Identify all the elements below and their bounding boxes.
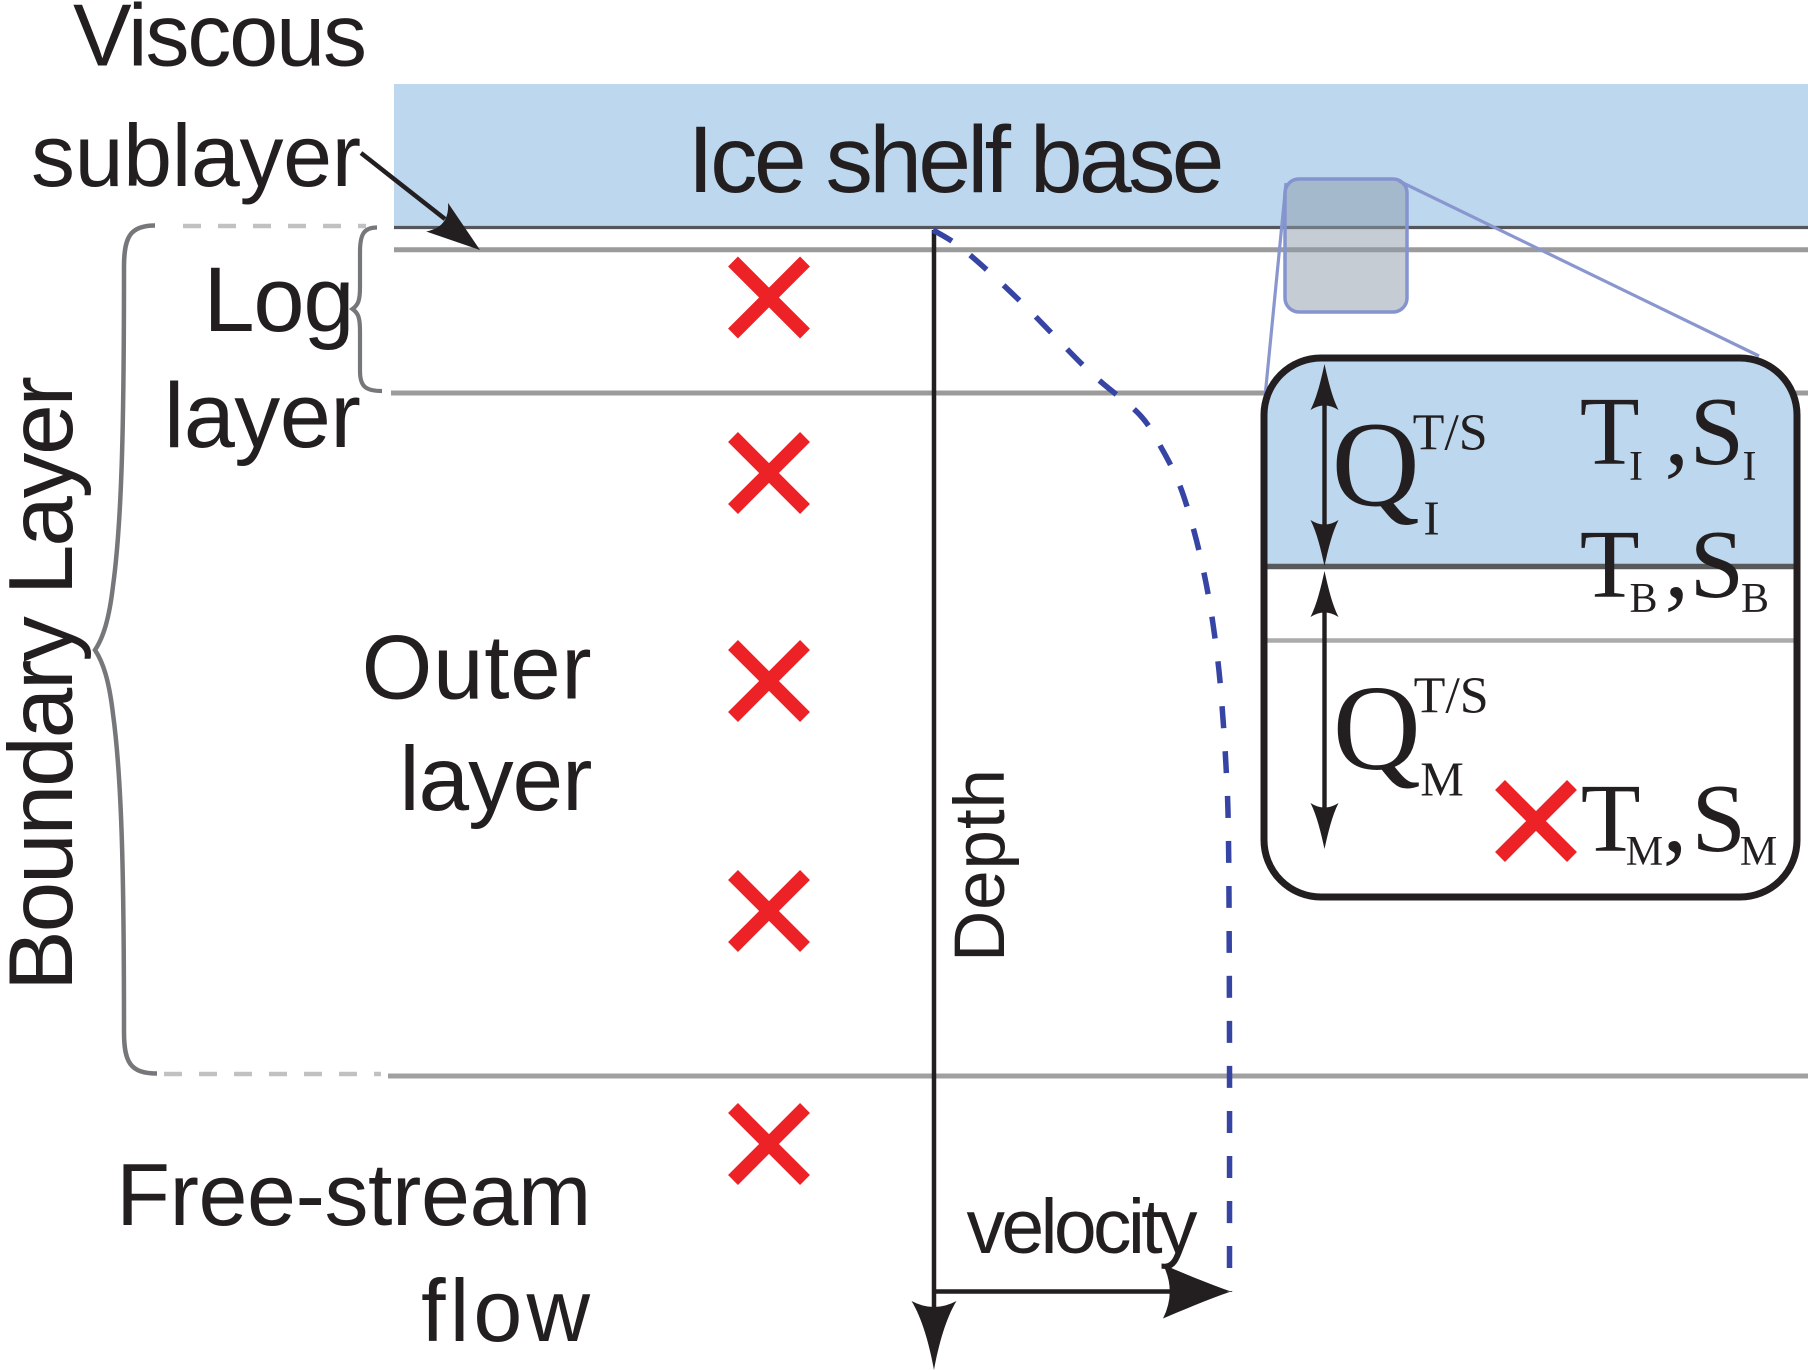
svg-text:Q: Q (1333, 661, 1421, 796)
svg-text:T: T (1580, 511, 1640, 619)
svg-text:T: T (1581, 765, 1641, 873)
svg-text:Viscous: Viscous (73, 0, 367, 85)
svg-text:S: S (1692, 765, 1747, 873)
svg-text:T/S: T/S (1413, 405, 1488, 462)
svg-text:I: I (1423, 491, 1439, 546)
svg-text:,: , (1665, 511, 1690, 619)
svg-text:,: , (1665, 378, 1690, 486)
svg-text:B: B (1630, 576, 1658, 622)
svg-text:M: M (1420, 751, 1464, 806)
svg-text:I: I (1743, 444, 1757, 490)
svg-text:T: T (1580, 378, 1640, 486)
svg-text:layer: layer (399, 729, 592, 830)
svg-text:M: M (1626, 829, 1663, 875)
svg-text:velocity: velocity (967, 1184, 1199, 1270)
svg-text:,: , (1663, 765, 1688, 873)
svg-text:Ice shelf base: Ice shelf base (688, 107, 1225, 213)
svg-text:B: B (1741, 576, 1769, 622)
svg-text:I: I (1629, 444, 1643, 490)
svg-text:T/S: T/S (1414, 668, 1489, 725)
svg-text:flow: flow (421, 1261, 590, 1360)
svg-text:S: S (1690, 378, 1745, 486)
svg-text:Free-stream: Free-stream (116, 1145, 591, 1244)
svg-text:Outer: Outer (362, 618, 592, 719)
svg-text:Depth: Depth (941, 769, 1020, 962)
svg-text:Log: Log (204, 249, 355, 351)
svg-text:M: M (1740, 829, 1777, 875)
svg-text:S: S (1690, 511, 1745, 619)
svg-text:sublayer: sublayer (31, 106, 361, 205)
svg-text:Boundary Layer: Boundary Layer (0, 376, 92, 991)
svg-text:Q: Q (1332, 398, 1420, 533)
svg-text:layer: layer (164, 365, 361, 467)
